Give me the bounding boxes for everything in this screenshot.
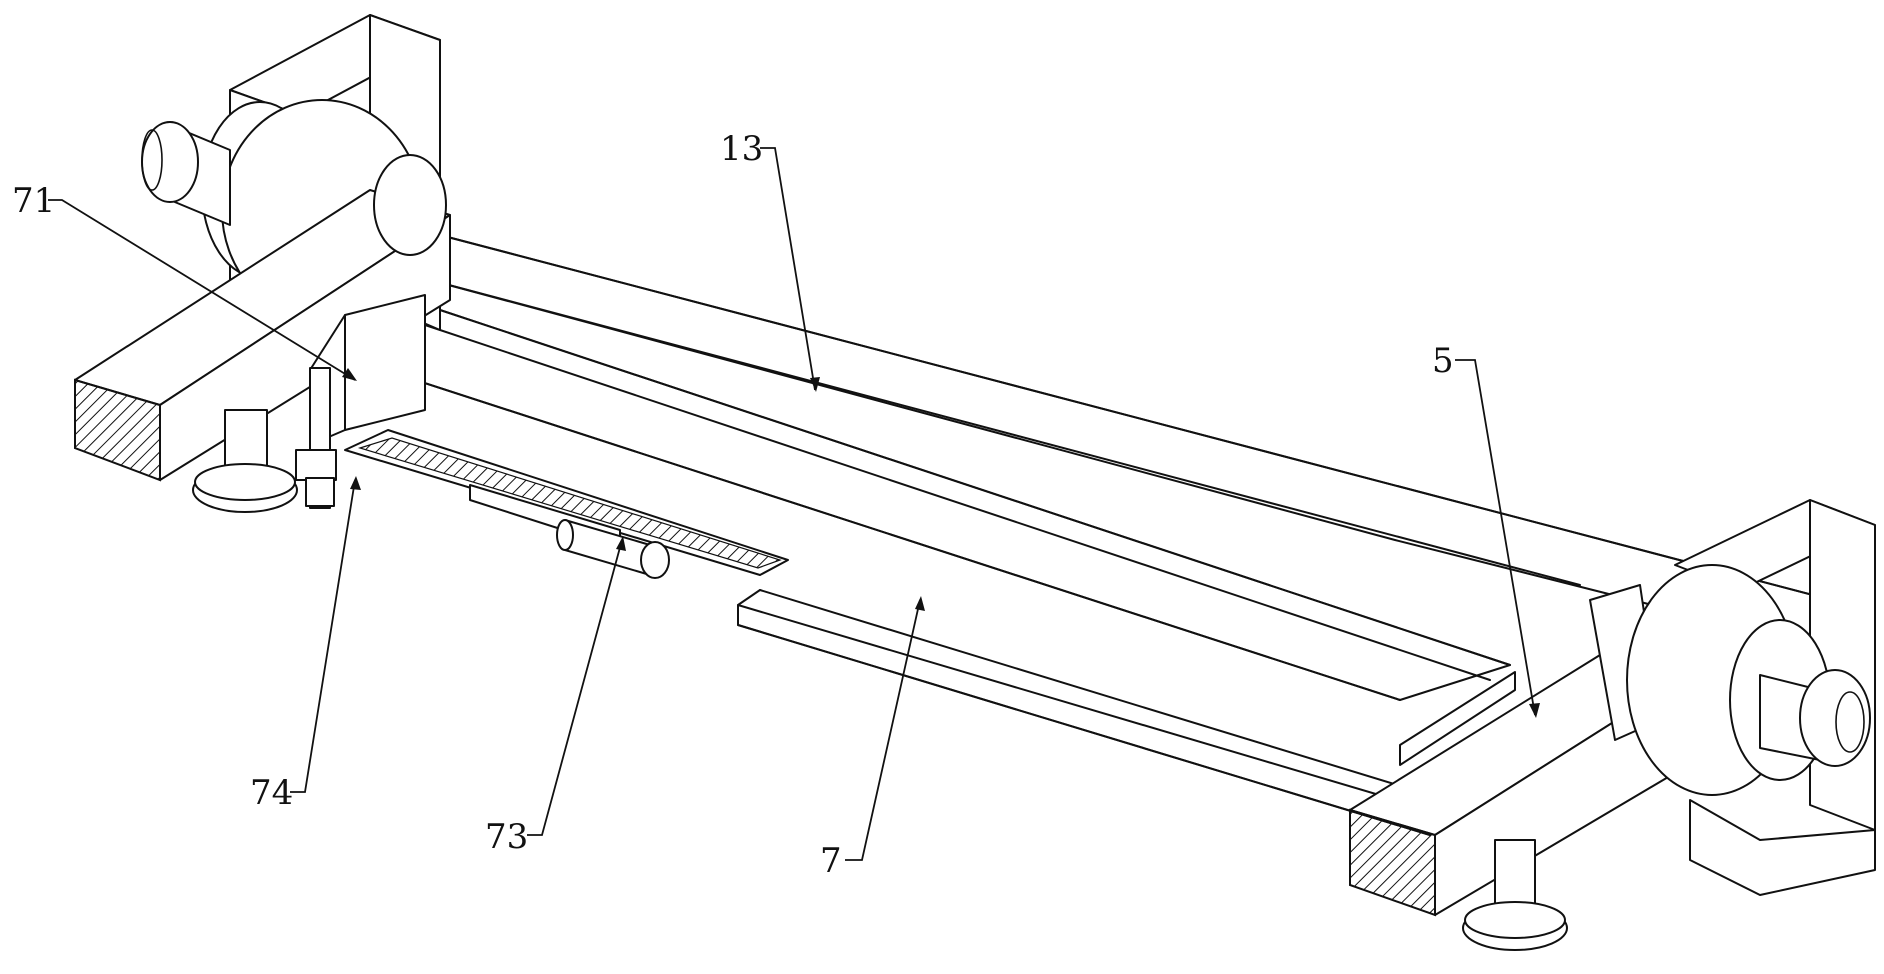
screw-rod (344, 429, 789, 579)
slide-plate (399, 304, 1516, 836)
callout-7: 7 (820, 841, 842, 881)
callout-13: 13 (720, 129, 763, 169)
clamp-block (295, 294, 426, 509)
callout-71: 71 (12, 181, 55, 221)
callout-74: 74 (250, 773, 293, 813)
left-post (192, 409, 298, 513)
right-eccentric (1589, 564, 1871, 796)
leader-lines (48, 147, 1540, 861)
callout-73: 73 (485, 817, 528, 857)
callout-5: 5 (1432, 341, 1454, 381)
callout-labels: 71 13 5 74 73 7 (12, 129, 1454, 881)
right-post (1462, 839, 1568, 951)
